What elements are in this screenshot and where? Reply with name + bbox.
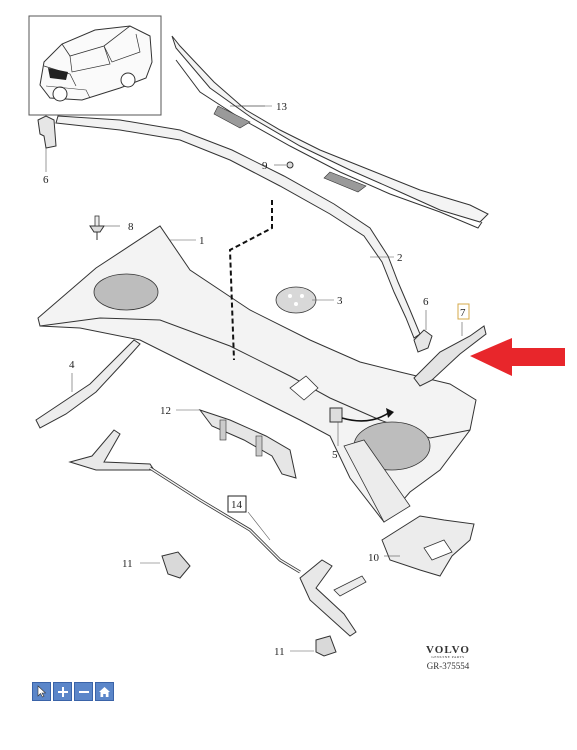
home-icon: [99, 686, 110, 697]
part-4-seal: [35, 339, 141, 429]
callout-4: 4: [69, 359, 75, 371]
part-13-upper-cowl: [171, 35, 489, 229]
callout-6-lower: 6: [423, 296, 429, 308]
dashed-reference: [228, 200, 273, 361]
part-7-trim: [413, 325, 487, 387]
part-14-rod: [68, 429, 367, 637]
home-button[interactable]: [95, 682, 114, 701]
part-1-cowl-panel: [37, 225, 477, 523]
car-thumbnail: [28, 15, 162, 116]
diagram-code: GR-375554: [426, 661, 470, 671]
zoom-in-button[interactable]: [53, 682, 72, 701]
cursor-icon: [37, 685, 47, 698]
callout-11-right: 11: [274, 646, 285, 658]
callout-11-left: 11: [122, 558, 133, 570]
callout-5: 5: [332, 449, 338, 461]
part-9-clip: [286, 161, 294, 169]
zoom-in-icon: [57, 686, 68, 697]
callout-9: 9: [262, 160, 268, 172]
cursor-button[interactable]: [32, 682, 51, 701]
part-8-screw: [89, 215, 105, 240]
part-6-clip-lower: [413, 329, 433, 353]
part-11-clip-right: [315, 635, 337, 657]
part-11-clip-left: [161, 551, 191, 579]
part-6-clip-upper: [37, 115, 57, 149]
part-12-bracket: [198, 409, 297, 479]
part-5-clip: [329, 407, 343, 423]
callout-2: 2: [397, 252, 403, 264]
callout-8: 8: [128, 221, 134, 233]
callout-14: 14: [231, 499, 243, 511]
part-3-pad: [275, 286, 317, 314]
callout-13: 13: [276, 101, 288, 113]
callout-1: 1: [199, 235, 205, 247]
volvo-logo: VOLVO: [426, 644, 470, 656]
callout-10: 10: [368, 552, 380, 564]
callout-6-upper: 6: [43, 174, 49, 186]
callout-3: 3: [337, 295, 343, 307]
zoom-out-icon: [78, 690, 89, 693]
highlight-arrow: [470, 338, 565, 376]
zoom-toolbar: [32, 682, 114, 701]
part-10-tray: [381, 515, 475, 577]
brand-tagline: GENUINE PARTS: [431, 655, 465, 659]
brand-block: VOLVO GENUINE PARTS GR-375554: [418, 644, 478, 671]
callout-14-box: [227, 495, 247, 513]
leader-lines: [45, 105, 463, 652]
zoom-out-button[interactable]: [74, 682, 93, 701]
part-5-arrow: [341, 411, 391, 422]
callout-7-box: [457, 303, 470, 320]
callout-12: 12: [160, 405, 171, 417]
callout-7: 7: [460, 307, 466, 319]
